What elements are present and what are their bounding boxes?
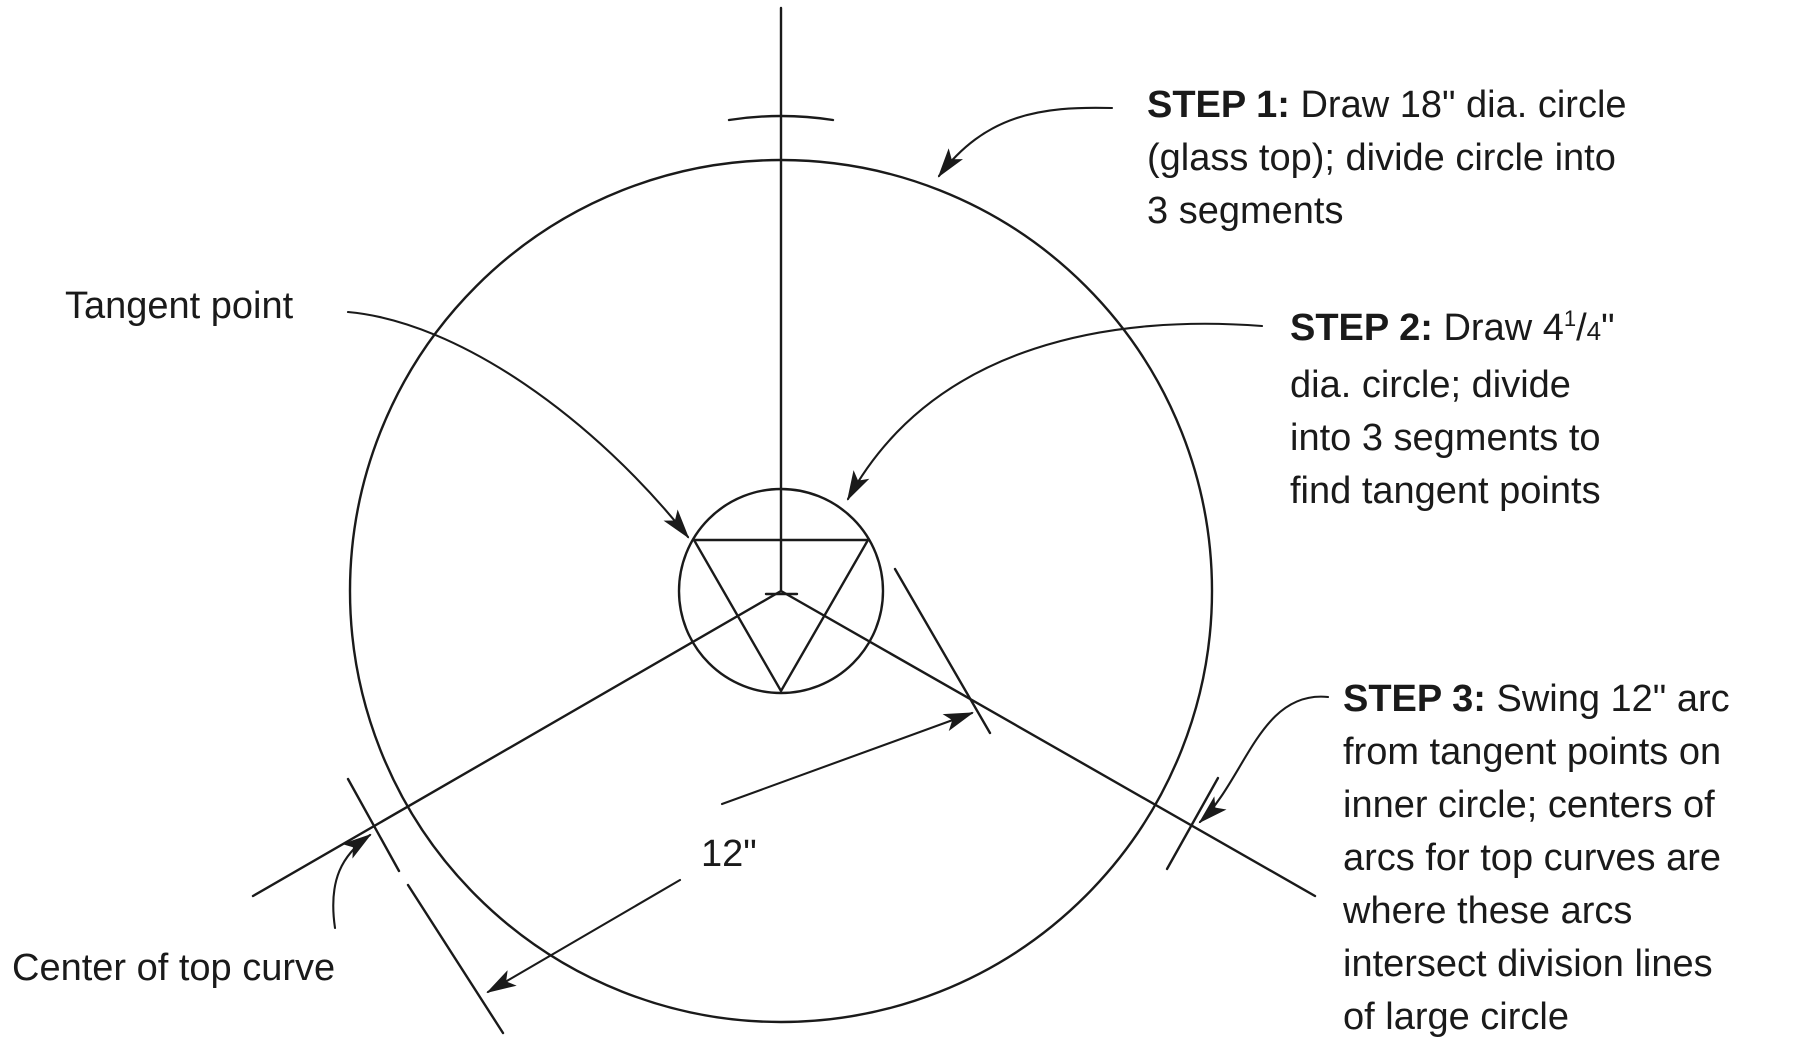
step3-line-2: from tangent points on	[1343, 731, 1722, 773]
dimension-line-upper	[720, 711, 974, 806]
step2-line-3: into 3 segments to	[1290, 417, 1601, 459]
lower-left-division-line	[251, 589, 783, 898]
step1-heading: STEP 1:	[1147, 84, 1290, 126]
step2-fraction-slash: /	[1576, 307, 1587, 349]
arc-mark-right	[1165, 776, 1220, 871]
leader-step2	[846, 322, 1264, 501]
leader-step1	[937, 106, 1114, 178]
step2-line-1-suffix: "	[1601, 307, 1615, 349]
step3-line-7: of large circle	[1343, 996, 1569, 1038]
top-arc-mark	[727, 114, 835, 122]
inscribed-triangle	[691, 538, 871, 694]
step3-label: STEP 3: Swing 12" arc from tangent point…	[1343, 673, 1730, 1044]
step2-line-4: find tangent points	[1290, 470, 1601, 512]
arc-mark-left	[346, 777, 401, 873]
step3-line-1: Swing 12" arc	[1496, 678, 1730, 720]
leader-step3	[1198, 695, 1330, 824]
step3-line-3: inner circle; centers of	[1343, 784, 1715, 826]
step2-fraction-numerator: 1	[1563, 306, 1577, 331]
step2-fraction-denominator: 4	[1586, 316, 1602, 346]
leader-tangent-point	[346, 310, 690, 539]
step1-label: STEP 1: Draw 18" dia. circle (glass top)…	[1147, 79, 1627, 238]
step2-line-2: dia. circle; divide	[1290, 364, 1571, 406]
step3-line-6: intersect division lines	[1343, 943, 1713, 985]
leader-center-top-curve	[332, 833, 372, 930]
center-top-curve-label: Center of top curve	[12, 947, 336, 989]
step1-line-3: 3 segments	[1147, 190, 1344, 232]
lower-right-division-line	[779, 589, 1317, 898]
step2-line-1-prefix: Draw 4	[1443, 307, 1564, 349]
step3-line-5: where these arcs	[1343, 890, 1633, 932]
step1-line-2: (glass top); divide circle into	[1147, 137, 1616, 179]
tangent-point-label: Tangent point	[65, 285, 294, 327]
dimension-line-lower	[486, 878, 682, 994]
step2-label: STEP 2: Draw 41/4" dia. circle; divide i…	[1290, 302, 1615, 518]
arc-mark-lower-left	[406, 883, 505, 1035]
dimension-label: 12"	[701, 833, 757, 875]
step3-line-4: arcs for top curves are	[1343, 837, 1722, 879]
arc-mark-inner	[893, 567, 992, 735]
step3-heading: STEP 3:	[1343, 678, 1486, 720]
step2-heading: STEP 2:	[1290, 307, 1433, 349]
step1-line-1: Draw 18" dia. circle	[1300, 84, 1627, 126]
